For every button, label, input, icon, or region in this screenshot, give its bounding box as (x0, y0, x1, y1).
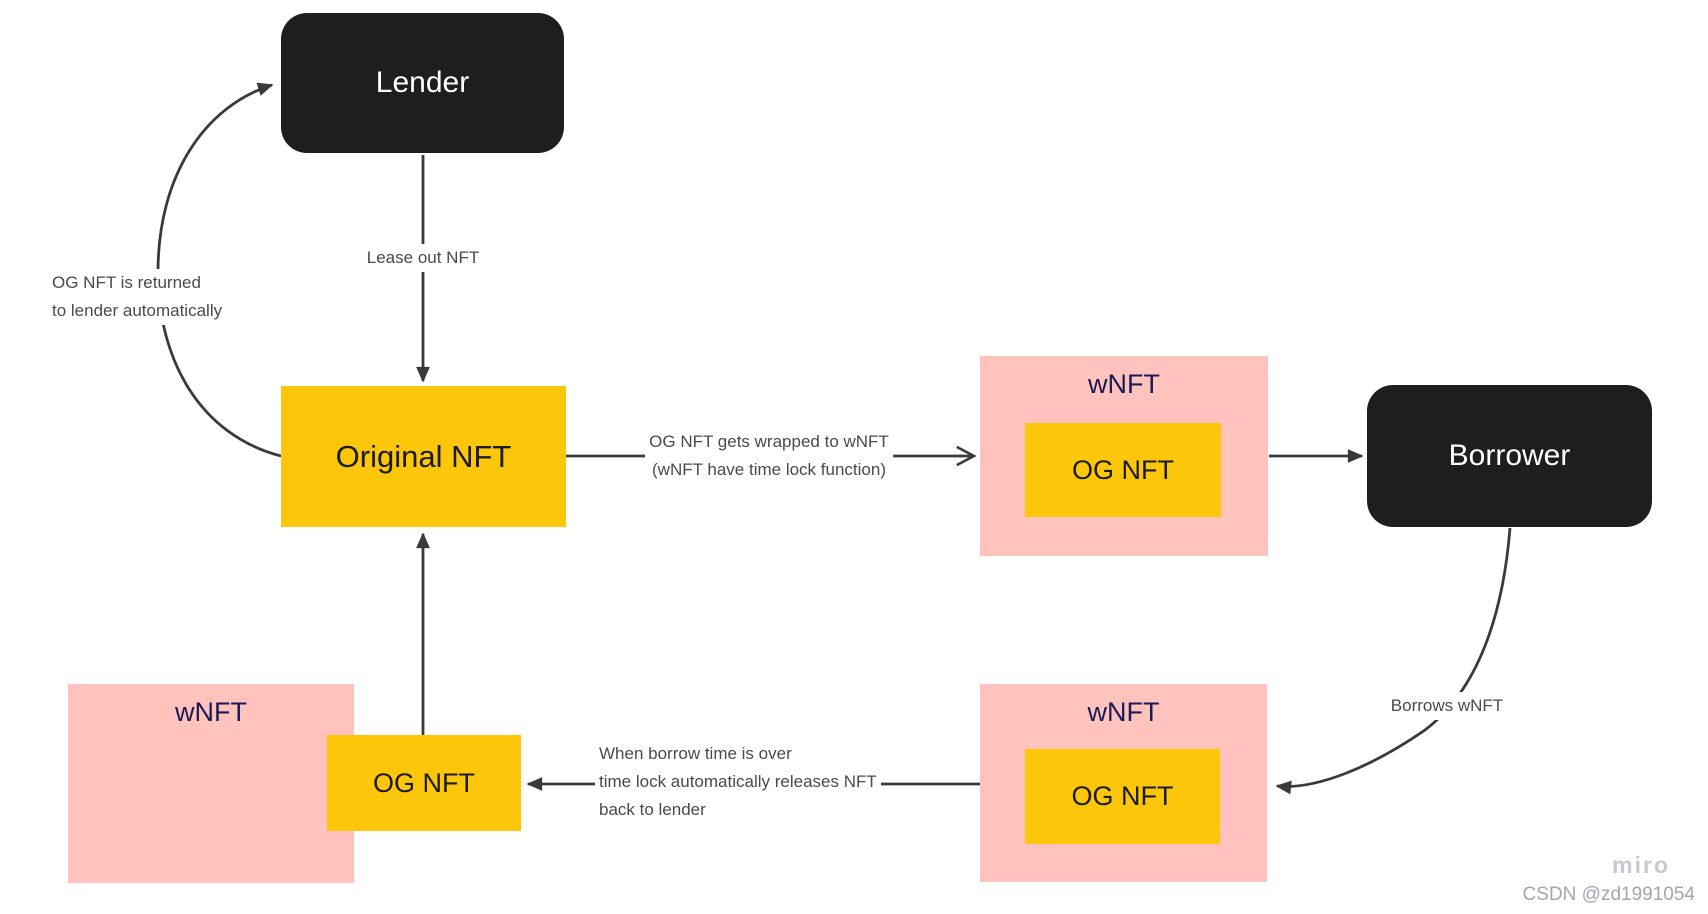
node-og-nft-inside-wnft-top: OG NFT (1025, 423, 1221, 517)
wnft-top-title: wNFT (1088, 369, 1160, 399)
label-lease-out-nft: Lease out NFT (362, 244, 484, 272)
edge-borrows-wnft (1275, 527, 1512, 795)
node-wnft-bottom-left: wNFT (68, 684, 354, 883)
label-wrap-to-wnft: OG NFT gets wrapped to wNFT (wNFT have t… (645, 428, 893, 484)
node-wnft-bottom-right: wNFT OG NFT (980, 684, 1267, 882)
node-og-nft-inside-wnft-bottom-right: OG NFT (1025, 749, 1220, 844)
label-og-nft-returned: OG NFT is returned to lender automatical… (48, 269, 227, 325)
csdn-watermark: CSDN @zd1991054 (1522, 884, 1695, 905)
label-borrows-wnft: Borrows wNFT (1386, 692, 1508, 720)
node-wnft-top: wNFT OG NFT (980, 356, 1268, 556)
wnft-bottom-left-title: wNFT (175, 697, 247, 727)
node-original-nft: Original NFT (281, 386, 566, 527)
node-og-nft-bottom-left: OG NFT (327, 735, 521, 831)
wnft-bottom-right-title: wNFT (1087, 697, 1160, 727)
node-lender: Lender (281, 13, 564, 153)
miro-watermark: miro (1612, 852, 1670, 878)
label-time-lock-release: When borrow time is over time lock autom… (595, 740, 881, 824)
node-borrower: Borrower (1367, 385, 1652, 527)
